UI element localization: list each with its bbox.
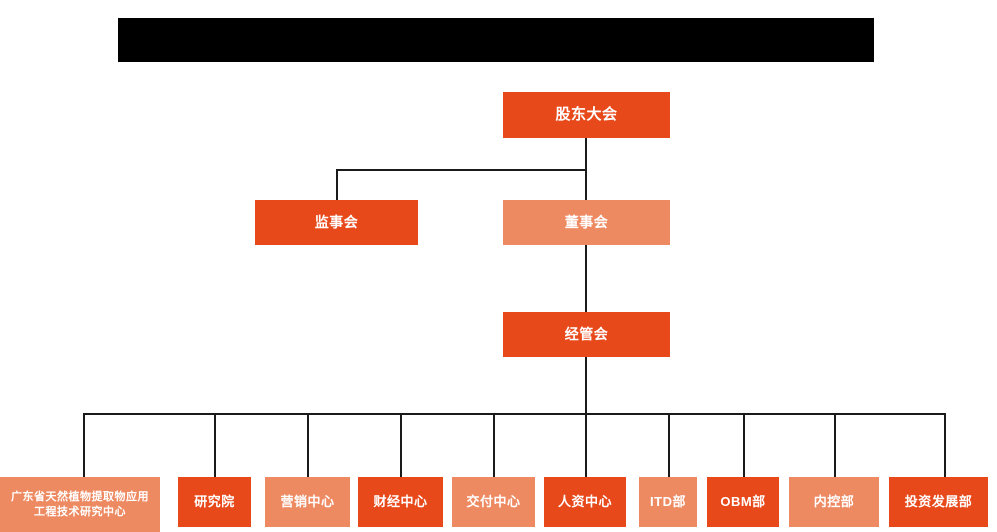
connector-directors-to-management [585,245,587,312]
node-internal-control-department[interactable]: 内控部 [789,477,879,527]
connector-drop-investment-development-department [944,413,946,477]
node-board-of-directors[interactable]: 董事会 [503,200,670,245]
node-research-institute[interactable]: 研究院 [178,477,251,527]
node-hr-center[interactable]: 人资中心 [544,477,626,527]
node-finance-center[interactable]: 财经中心 [358,477,443,527]
connector-bus-to-directors [585,169,587,200]
node-itd-department[interactable]: ITD部 [639,477,697,527]
connector-drop-obm-department [743,413,745,477]
node-engineering-research-center[interactable]: 广东省天然植物提取物应用工程技术研究中心 [0,477,160,532]
connector-drop-marketing-center [307,413,309,477]
connector-shareholders-to-bus [585,138,587,170]
connector-management-to-dept-bus [585,357,587,414]
connector-drop-research-institute [214,413,216,477]
node-management-committee[interactable]: 经管会 [503,312,670,357]
connector-level2-bus [336,169,587,171]
redacted-title-bar [118,18,874,62]
node-board-of-supervisors[interactable]: 监事会 [255,200,418,245]
connector-drop-engineering-research-center [83,413,85,477]
node-shareholders-meeting[interactable]: 股东大会 [503,92,670,138]
connector-drop-delivery-center [493,413,495,477]
connector-drop-hr-center [585,413,587,477]
node-delivery-center[interactable]: 交付中心 [452,477,535,527]
node-investment-development-department[interactable]: 投资发展部 [889,477,988,527]
node-obm-department[interactable]: OBM部 [707,477,779,527]
connector-drop-internal-control-department [834,413,836,477]
connector-drop-finance-center [400,413,402,477]
connector-bus-to-supervisors [336,169,338,200]
node-marketing-center[interactable]: 营销中心 [265,477,350,527]
connector-department-bus [83,413,945,415]
connector-drop-itd-department [668,413,670,477]
